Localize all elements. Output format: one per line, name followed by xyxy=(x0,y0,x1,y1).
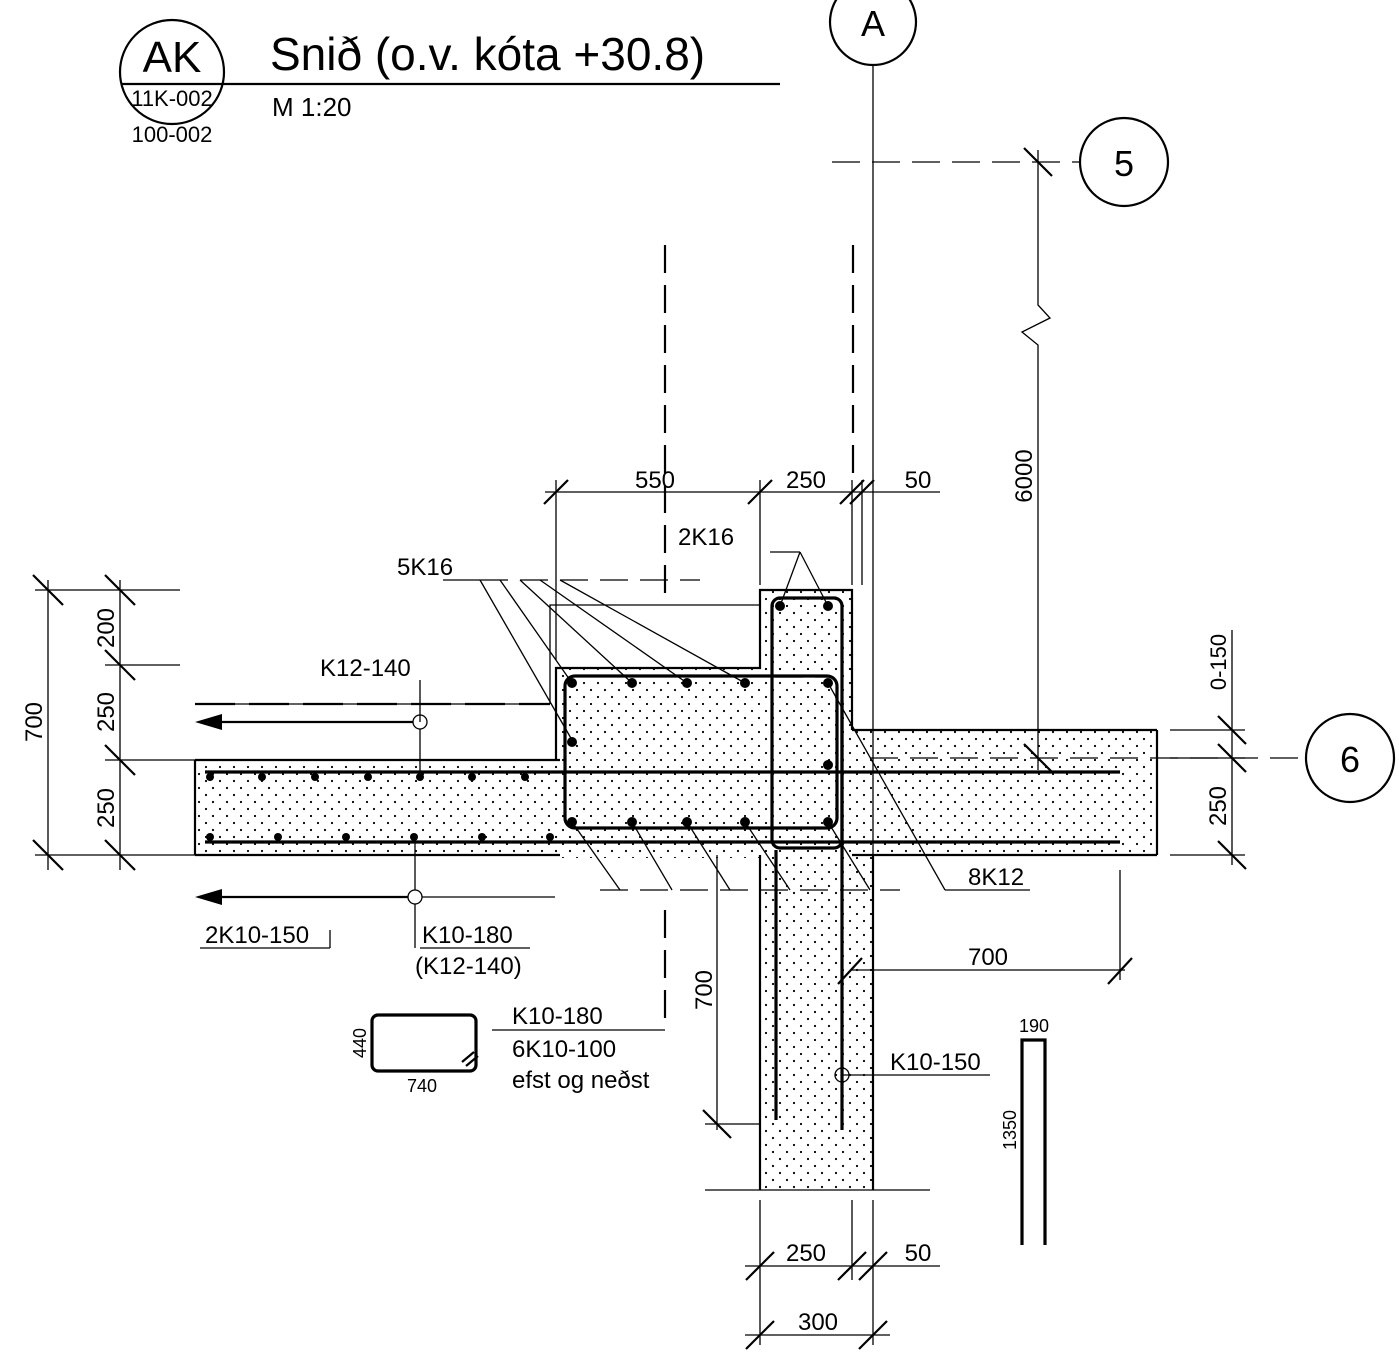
label-k10-150: K10-150 xyxy=(890,1049,981,1076)
drawing-title: Snið (o.v. kóta +30.8) xyxy=(270,28,705,80)
dimension-lines xyxy=(32,147,1247,1350)
bar-width: 190 xyxy=(1019,1016,1049,1036)
dim-left-700: 700 xyxy=(21,702,48,742)
dim-right-250: 250 xyxy=(1205,786,1232,826)
dim-right-0-150: 0-150 xyxy=(1206,634,1231,690)
dim-bottom-300: 300 xyxy=(798,1309,838,1336)
section-ref-2: 100-002 xyxy=(132,122,213,147)
label-8k12: 8K12 xyxy=(968,864,1024,891)
label-5k16: 5K16 xyxy=(397,554,453,581)
label-2k10-150: 2K10-150 xyxy=(205,922,309,949)
label-2k16: 2K16 xyxy=(678,524,734,551)
grid-line-5: 5 xyxy=(832,116,1170,208)
grid-marker-a[interactable]: A xyxy=(861,3,885,44)
grid-marker-5[interactable]: 5 xyxy=(1114,143,1134,184)
concrete-slab-right xyxy=(852,728,1159,857)
dim-bottom-50: 50 xyxy=(905,1240,932,1267)
dim-left-250-lower: 250 xyxy=(93,788,120,828)
bar-detail: 190 1350 xyxy=(1000,1016,1049,1245)
section-code: AK xyxy=(143,33,202,82)
dim-top-50: 50 xyxy=(905,467,932,494)
drawing-scale: M 1:20 xyxy=(272,92,352,122)
dim-left-250-upper: 250 xyxy=(93,692,120,732)
label-k12-140-paren: (K12-140) xyxy=(415,953,522,980)
dim-left-200: 200 xyxy=(93,608,120,648)
dim-bottom-250: 250 xyxy=(786,1240,826,1267)
rebar-stirrups xyxy=(205,596,1120,1130)
stirrup-width: 740 xyxy=(407,1076,437,1096)
dim-top-550: 550 xyxy=(635,467,675,494)
grid-marker-6[interactable]: 6 xyxy=(1340,739,1360,780)
dim-wall-700: 700 xyxy=(691,970,718,1010)
concrete-wall xyxy=(705,855,930,1191)
section-marker[interactable]: AK 11K-002 100-002 xyxy=(118,18,780,147)
dim-height-6000: 6000 xyxy=(1011,449,1038,502)
bar-length: 1350 xyxy=(1000,1110,1020,1150)
stirrup-label-3: efst og neðst xyxy=(512,1067,650,1094)
dim-horiz-700: 700 xyxy=(968,944,1008,971)
section-ref-1: 11K-002 xyxy=(131,86,213,111)
stirrup-label-1: K10-180 xyxy=(512,1003,603,1030)
label-k12-140: K12-140 xyxy=(320,655,411,682)
rebar-leaders xyxy=(200,551,1030,1083)
concrete-beam xyxy=(554,588,854,858)
concrete-slab-left xyxy=(193,758,560,857)
label-k10-180: K10-180 xyxy=(422,922,513,949)
dim-top-250: 250 xyxy=(786,467,826,494)
stirrup-height: 440 xyxy=(350,1028,370,1058)
stirrup-label-2: 6K10-100 xyxy=(512,1036,616,1063)
direction-arrows xyxy=(195,714,555,905)
stirrup-detail: 440 740 K10-180 6K10-100 efst og neðst xyxy=(350,1003,650,1096)
